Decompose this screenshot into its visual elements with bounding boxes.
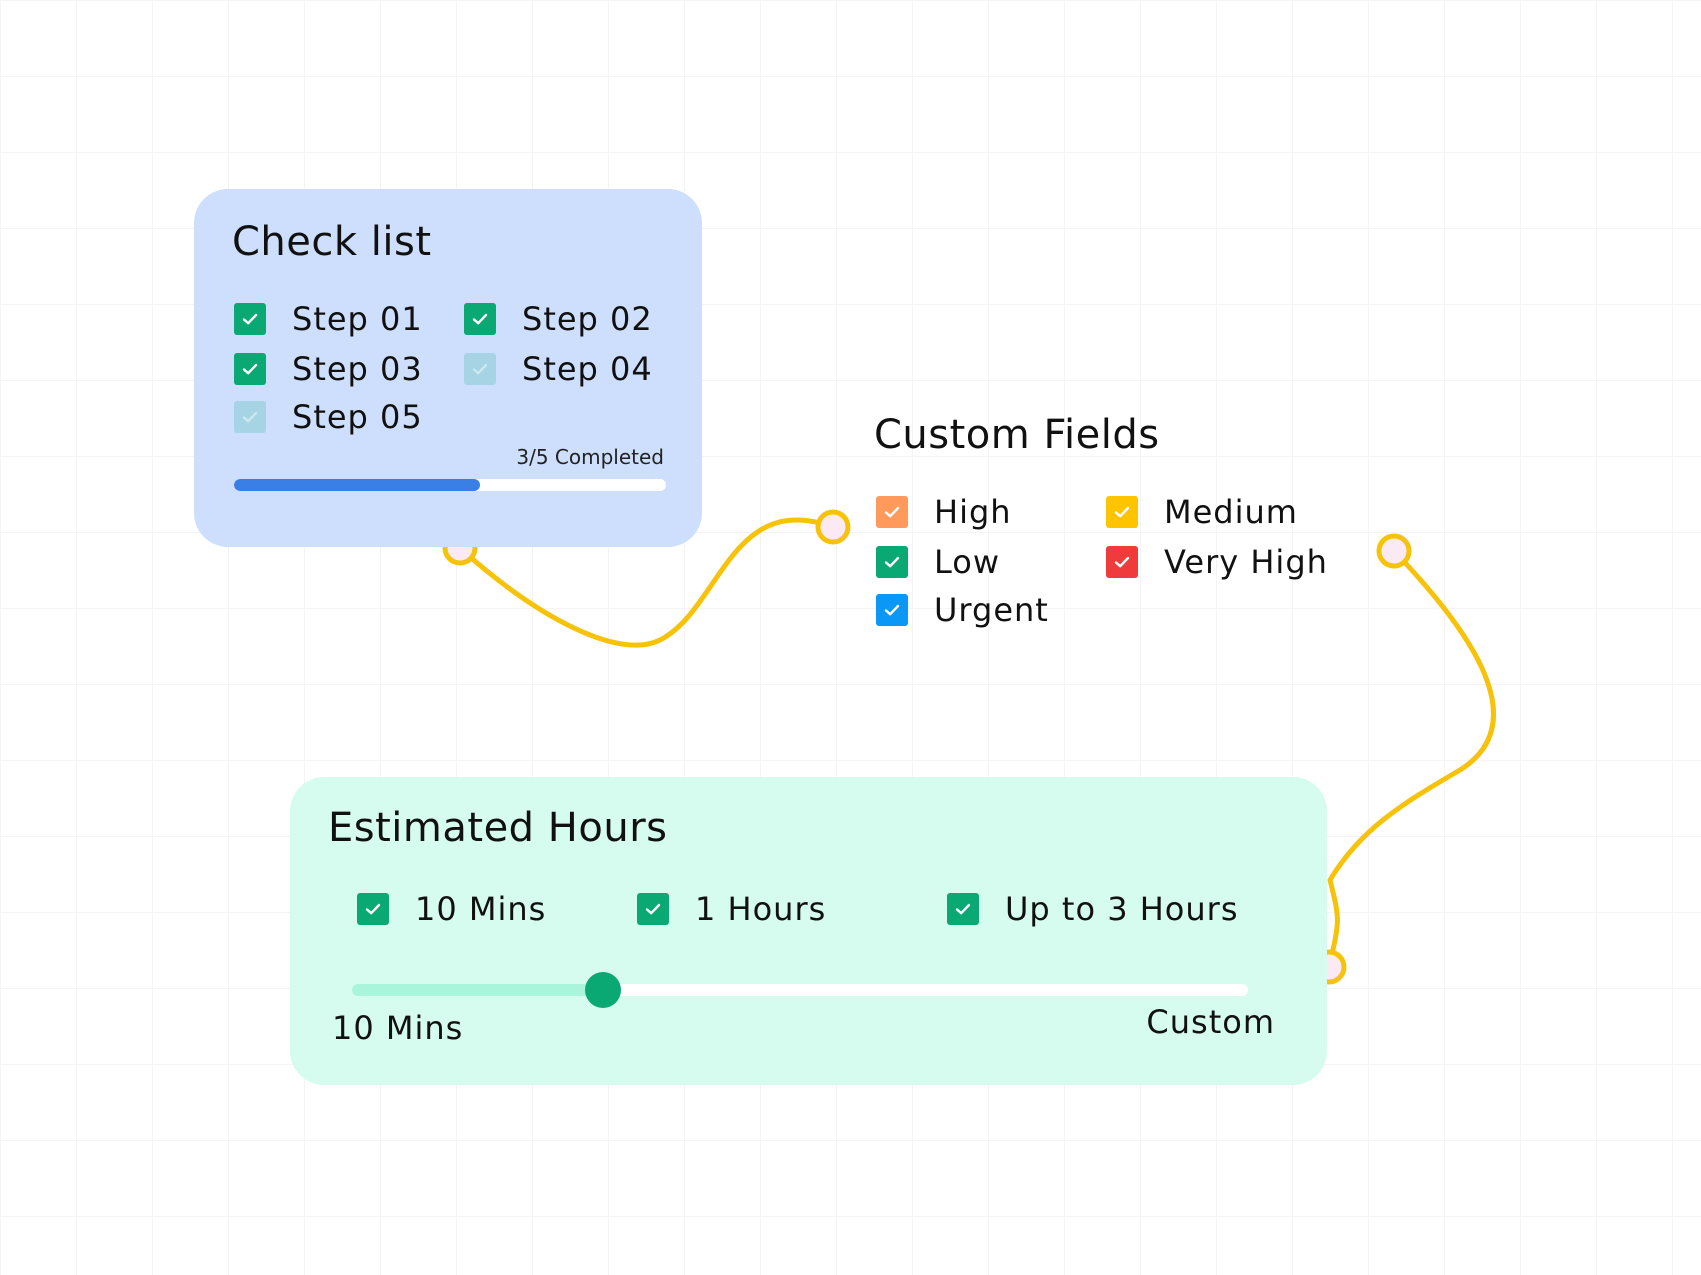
check-icon[interactable] <box>234 353 266 385</box>
custom-fields-title: Custom Fields <box>874 412 1160 458</box>
checklist-card: Check list Step 01 Step 02 Step 03 Step … <box>194 189 702 547</box>
hours-option-label: 1 Hours <box>695 890 827 928</box>
estimated-hours-card: Estimated Hours 10 Mins 1 Hours Up to 3 … <box>290 777 1327 1085</box>
check-icon[interactable] <box>357 893 389 925</box>
check-icon[interactable] <box>1106 496 1138 528</box>
field-option-label: High <box>934 493 1012 531</box>
hours-option-label: 10 Mins <box>415 890 547 928</box>
hours-option-1-hours[interactable]: 1 Hours <box>637 893 826 925</box>
check-icon[interactable] <box>1106 546 1138 578</box>
check-icon[interactable] <box>234 401 266 433</box>
checklist-step-04[interactable]: Step 04 <box>464 353 653 385</box>
check-icon[interactable] <box>234 303 266 335</box>
checklist-step-05[interactable]: Step 05 <box>234 401 423 433</box>
custom-fields-panel: Custom Fields High Medium Low Very High … <box>872 412 1392 632</box>
slider-max-label: Custom <box>1146 1003 1275 1041</box>
field-option-low[interactable]: Low <box>876 546 1000 578</box>
check-icon[interactable] <box>876 546 908 578</box>
hours-slider-fill <box>352 984 603 996</box>
progress-bar-fill <box>234 479 481 491</box>
hours-option-label: Up to 3 Hours <box>1005 890 1239 928</box>
field-option-very-high[interactable]: Very High <box>1106 546 1328 578</box>
progress-bar <box>234 479 666 491</box>
check-icon[interactable] <box>876 496 908 528</box>
check-icon[interactable] <box>464 353 496 385</box>
checklist-step-label: Step 01 <box>292 300 423 338</box>
connector-node-fields-left <box>815 509 851 545</box>
checklist-step-label: Step 05 <box>292 398 423 436</box>
checklist-step-03[interactable]: Step 03 <box>234 353 423 385</box>
estimated-hours-title: Estimated Hours <box>328 805 668 851</box>
check-icon[interactable] <box>876 594 908 626</box>
slider-min-label: 10 Mins <box>332 1009 464 1047</box>
check-icon[interactable] <box>464 303 496 335</box>
check-icon[interactable] <box>947 893 979 925</box>
check-icon[interactable] <box>637 893 669 925</box>
checklist-step-label: Step 04 <box>522 350 653 388</box>
progress-text: 3/5 Completed <box>516 445 664 469</box>
hours-option-10-mins[interactable]: 10 Mins <box>357 893 546 925</box>
checklist-step-label: Step 02 <box>522 300 653 338</box>
checklist-step-01[interactable]: Step 01 <box>234 303 423 335</box>
field-option-medium[interactable]: Medium <box>1106 496 1298 528</box>
hours-option-up-to-3-hours[interactable]: Up to 3 Hours <box>947 893 1238 925</box>
hours-slider[interactable] <box>352 972 1248 1008</box>
field-option-label: Low <box>934 543 1001 581</box>
field-option-label: Medium <box>1164 493 1298 531</box>
checklist-step-label: Step 03 <box>292 350 423 388</box>
hours-slider-thumb[interactable] <box>584 972 621 1008</box>
field-option-urgent[interactable]: Urgent <box>876 594 1049 626</box>
checklist-step-02[interactable]: Step 02 <box>464 303 653 335</box>
field-option-label: Urgent <box>934 591 1049 629</box>
field-option-label: Very High <box>1164 543 1328 581</box>
checklist-title: Check list <box>232 219 432 265</box>
field-option-high[interactable]: High <box>876 496 1012 528</box>
